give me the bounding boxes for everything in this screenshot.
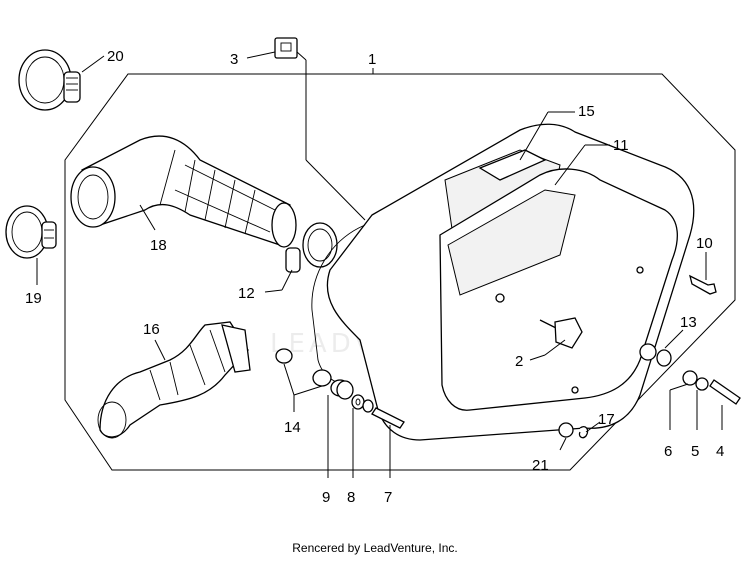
part-19-hose-clamp [5,205,57,259]
part-7-bolt [362,399,405,429]
callout-2: 2 [515,353,523,370]
part-12-hose-clamp [285,222,338,273]
callout-12: 12 [238,285,255,302]
part-20-hose-clamp [18,49,81,111]
assembly-outline [64,73,736,471]
part-8-washer [351,394,365,410]
part-6-washer [682,370,698,386]
callout-1: 1 [368,51,376,68]
callout-15: 15 [578,103,595,120]
part-21-grommet [558,422,574,438]
callout-3: 3 [230,51,238,68]
part-16-intake-hose [97,321,251,439]
callout-10: 10 [696,235,713,252]
part-9-washer [336,380,354,400]
callout-9: 9 [322,489,330,506]
part-18-intake-duct [70,135,297,248]
part-5-washer [695,377,709,391]
leader-lines [36,51,723,478]
callout-13: 13 [680,314,697,331]
part-11-filter-cover [439,168,678,411]
callout-18: 18 [150,237,167,254]
part-3-clip [274,37,298,59]
callout-6: 6 [664,443,672,460]
callout-5: 5 [691,443,699,460]
callout-8: 8 [347,489,355,506]
footer-credit: Rencered by LeadVenture, Inc. [292,541,458,555]
part-17-clip [578,426,589,439]
callout-21: 21 [532,457,549,474]
callout-20: 20 [107,48,124,65]
part-10-screw [689,274,717,295]
callout-7: 7 [384,489,392,506]
part-4-bolt [709,379,741,405]
callout-16: 16 [143,321,160,338]
callout-19: 19 [25,290,42,307]
callout-4: 4 [716,443,724,460]
callout-17: 17 [598,411,615,428]
part-13-grommet [639,343,672,367]
callout-14: 14 [284,419,301,436]
part-2-knob-screw [539,317,583,349]
callout-11: 11 [613,137,629,154]
